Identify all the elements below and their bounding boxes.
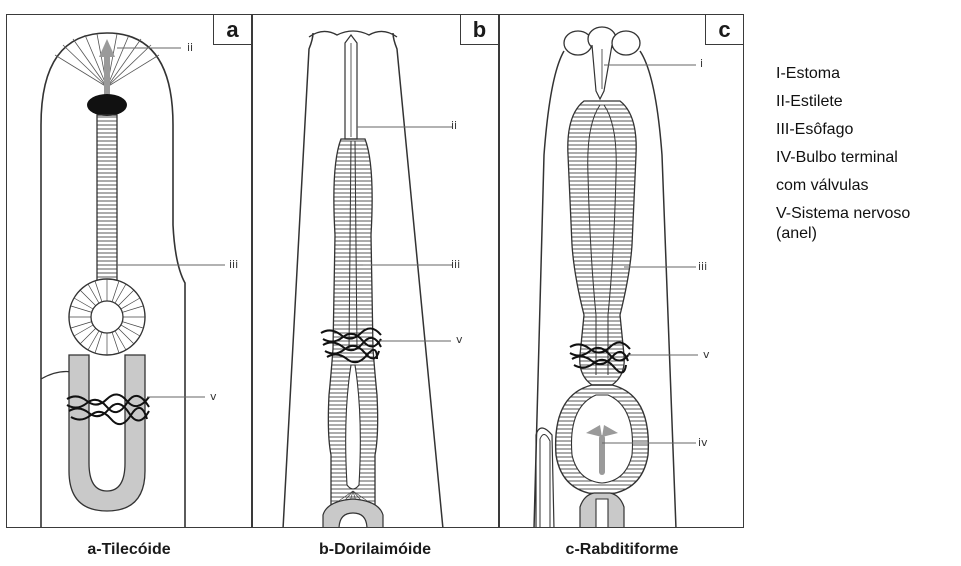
caption-c: c-Rabditiforme — [499, 541, 745, 559]
label-ii: ii — [451, 119, 457, 132]
legend-item-estoma: I-Estoma — [776, 64, 961, 92]
panel-a-drawing — [7, 15, 252, 528]
body-outline-right — [393, 33, 443, 528]
legend: I-Estoma II-Estilete III-Esôfago IV-Bulb… — [776, 64, 961, 252]
label-v: v — [456, 333, 463, 346]
legend-item-bulbo-terminal: IV-Bulbo terminal — [776, 148, 961, 176]
oesophagus — [568, 101, 636, 385]
body-outline-left — [283, 33, 313, 528]
legend-item-anel: (anel) — [776, 224, 961, 252]
panel-b-dorilaimoide: b ii iii v — [252, 14, 499, 528]
legend-item-estilete: II-Estilete — [776, 92, 961, 120]
panel-tag: a — [213, 15, 251, 45]
caption-a: a-Tilecóide — [6, 541, 252, 559]
legend-item-com-valvulas: com válvulas — [776, 176, 961, 204]
label-iii: iii — [451, 258, 460, 271]
panel-c-rabditiforme: c i iii v iv — [499, 14, 744, 528]
label-v: v — [703, 348, 710, 361]
panel-b-drawing — [253, 15, 499, 528]
stylet — [99, 39, 115, 95]
panel-a-tilecoide: a ii iii v — [6, 14, 252, 528]
caption-b: b-Dorilaimóide — [252, 541, 498, 559]
panel-tag: c — [705, 15, 743, 45]
label-iii: iii — [698, 260, 707, 273]
grey-gland-loop — [69, 355, 145, 511]
panel-c-drawing — [500, 15, 744, 528]
label-i: i — [700, 57, 703, 70]
label-ii: ii — [187, 41, 193, 54]
legend-item-esofago: III-Esôfago — [776, 120, 961, 148]
label-v: v — [210, 390, 217, 403]
legend-item-sistema-nervoso: V-Sistema nervoso — [776, 204, 961, 224]
label-iv: iv — [698, 436, 708, 449]
stylet-knobs — [87, 94, 127, 116]
panel-tag: b — [460, 15, 498, 45]
label-iii: iii — [229, 258, 238, 271]
oesophagus — [97, 115, 117, 283]
